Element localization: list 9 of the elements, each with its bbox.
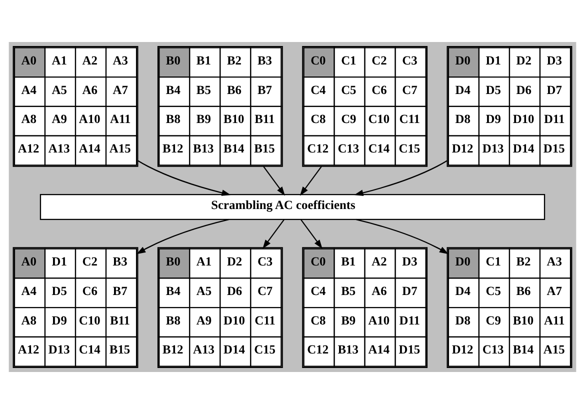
node-box: Scrambling AC coefficients bbox=[40, 194, 546, 220]
arrow bbox=[354, 160, 448, 196]
arrow bbox=[136, 218, 230, 254]
arrow bbox=[262, 218, 284, 248]
arrow bbox=[263, 166, 286, 196]
arrow bbox=[300, 218, 322, 248]
arrow bbox=[138, 160, 231, 196]
arrow bbox=[300, 166, 322, 196]
arrow bbox=[356, 218, 449, 254]
